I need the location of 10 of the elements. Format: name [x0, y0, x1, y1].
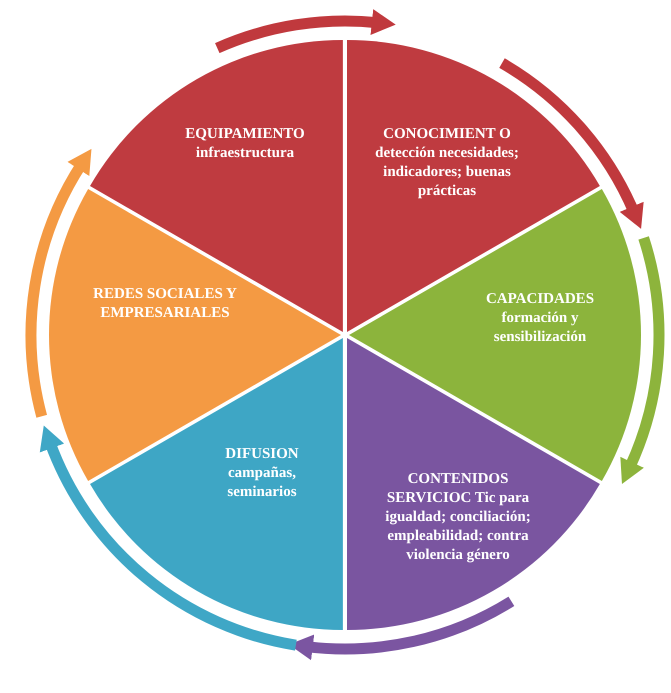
sector-label: CAPACIDADES formación y sensibilización — [484, 290, 596, 347]
pie-sector — [90, 338, 343, 630]
pie-sector — [90, 40, 343, 332]
sector-label: CONOCIMIENT O detección necesidades; indicadores; buenas prácticas — [374, 124, 520, 201]
sector-label: DIFUSION campañas, seminarios — [224, 444, 300, 502]
pie-sector — [49, 189, 341, 481]
sector-label: EQUIPAMIENTO infraestructura — [184, 124, 306, 163]
sector-label: CONTENIDOS SERVICIOC Tic para igualdad; conciliación; empleabilidad; contra violencia género — [384, 470, 532, 565]
pie-sector — [347, 40, 600, 332]
sector-label: REDES SOCIALES Y EMPRESARIALES — [92, 285, 238, 323]
